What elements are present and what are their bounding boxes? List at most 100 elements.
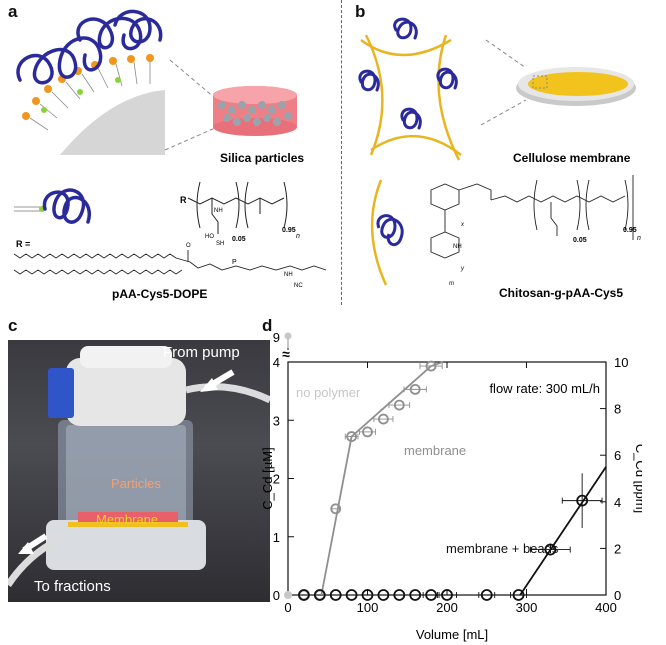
svg-text:0.95: 0.95 [282, 227, 296, 234]
y-right-tick-label: 2 [614, 541, 621, 556]
series-fit-line [320, 361, 444, 596]
y-left-tick-label: 1 [273, 530, 280, 545]
cellulose-membrane-label: Cellulose membrane [513, 151, 631, 165]
data-point [480, 589, 493, 601]
polymer-coil-b2 [376, 214, 404, 247]
x-tick-label: 400 [595, 600, 617, 615]
y-right-tick-label: 6 [614, 448, 621, 463]
series-0 [284, 332, 292, 599]
svg-text:0.95: 0.95 [623, 227, 637, 234]
data-point [377, 589, 390, 601]
silica-surface [60, 90, 165, 155]
svg-text:x: x [460, 222, 465, 228]
data-point [362, 426, 373, 438]
data-point [298, 589, 310, 601]
compound-a-label: pAA-Cys5-DOPE [112, 287, 207, 301]
svg-text:m: m [449, 281, 454, 287]
x-tick-label: 300 [516, 600, 538, 615]
x-tick-label: 0 [284, 600, 291, 615]
legend-no-polymer: no polymer [296, 385, 361, 400]
data-point [512, 589, 525, 601]
filtration-setup-photo: From pump Particles Membrane To fraction… [8, 340, 270, 602]
svg-text:NH: NH [453, 244, 462, 250]
y-right-tick-label: 0 [614, 588, 621, 603]
legend-membrane: membrane [404, 443, 466, 458]
particles-label: Particles [111, 476, 161, 491]
polymer-coils-a [16, 9, 163, 85]
data-point [313, 589, 326, 601]
y-right-axis-label: C_Cd [ppm] [633, 444, 642, 513]
series-2 [298, 466, 607, 601]
x-axis-label: Volume [mL] [416, 627, 488, 642]
y-break-tick-label: 9 [273, 330, 280, 345]
data-point [393, 399, 405, 411]
svg-text:y: y [460, 266, 465, 272]
svg-text:R: R [180, 195, 187, 205]
y-left-tick-label: 0 [273, 588, 280, 603]
panel-b-illustration: Cellulose membrane NH x y m 0.05 0.95 n … [358, 17, 641, 300]
svg-text:0.05: 0.05 [232, 236, 246, 243]
compound-b-label: Chitosan-g-pAA-Cys5 [499, 286, 623, 300]
polymer-coils-b [358, 17, 458, 130]
chitosan-fibers [360, 34, 462, 161]
silica-particles-label: Silica particles [220, 151, 304, 165]
svg-text:O: O [186, 243, 191, 249]
y-left-tick-label: 2 [273, 472, 280, 487]
svg-text:R =: R = [16, 239, 30, 249]
y-right-tick-label: 8 [614, 402, 621, 417]
data-point [425, 589, 438, 601]
data-point [409, 383, 421, 395]
lipid-tails [29, 61, 151, 131]
svg-text:HO: HO [205, 234, 214, 240]
panel-b-letter: b [355, 2, 366, 21]
x-tick-label: 200 [436, 600, 458, 615]
panel-c-letter: c [8, 316, 18, 335]
y-left-tick-label: 3 [273, 413, 280, 428]
membrane-label: Membrane [96, 512, 159, 527]
axis-break-symbol: ≈ [282, 346, 290, 362]
anchor-dots [41, 77, 121, 113]
series-fit-line [519, 466, 607, 596]
legend-membrane-beads: membrane + beads [446, 541, 559, 556]
x-tick-label: 100 [357, 600, 379, 615]
svg-text:SH: SH [216, 241, 224, 247]
svg-text:NH: NH [284, 272, 293, 278]
data-point [393, 589, 406, 601]
data-point [361, 589, 374, 601]
panel-divider [341, 0, 342, 305]
series-1 [298, 360, 444, 601]
data-point [378, 413, 389, 425]
y-right-tick-label: 10 [614, 355, 628, 370]
data-point [329, 589, 342, 601]
chart-series [284, 332, 607, 601]
y-left-tick-label: 4 [273, 355, 280, 370]
svg-text:n: n [296, 233, 300, 240]
no-polymer-point-high [284, 332, 292, 340]
svg-text:n: n [637, 235, 641, 242]
y-right-tick-label: 4 [614, 495, 621, 510]
data-point [345, 589, 358, 601]
data-point [330, 503, 342, 515]
panel-d-letter: d [262, 316, 273, 335]
no-polymer-point [284, 591, 292, 599]
device-drawing [8, 346, 270, 587]
polymer-coil-a2 [42, 188, 92, 224]
panel-a-illustration: Silica particles R NH HO SH 0.05 0.95 n … [13, 9, 327, 301]
data-point [441, 589, 453, 601]
data-point [544, 543, 557, 556]
annotation-flow-rate: flow rate: 300 mL/h [489, 381, 600, 396]
from-pump-label: From pump [163, 344, 240, 361]
to-fractions-label: To fractions [34, 578, 111, 595]
svg-text:NC: NC [294, 283, 303, 289]
y-left-axis-label: C_Cd [µM] [262, 447, 275, 509]
data-point [425, 360, 437, 372]
panel-a-letter: a [8, 2, 18, 21]
data-point [346, 431, 357, 442]
svg-text:0.05: 0.05 [573, 237, 587, 244]
data-point [576, 494, 589, 507]
svg-text:NH: NH [214, 208, 223, 214]
silica-beads [218, 101, 292, 126]
svg-text:P: P [232, 259, 237, 266]
